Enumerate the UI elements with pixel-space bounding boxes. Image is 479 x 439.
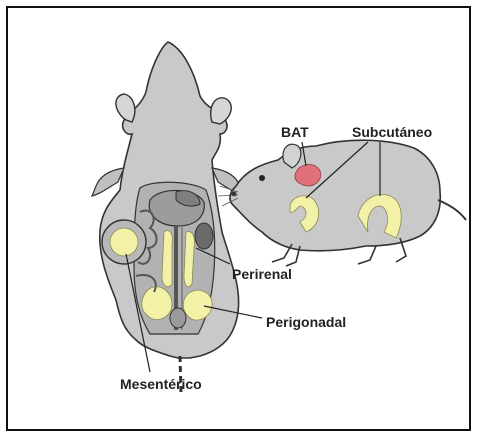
bladder [170,308,186,328]
dissected-mouse [92,42,244,392]
label-bat: BAT [281,124,309,140]
label-mesenterico: Mesentérico [120,376,202,392]
label-subcutaneo: Subcutáneo [352,124,432,140]
label-perigonadal: Perigonadal [266,314,346,330]
side-mouse-eye [259,175,265,181]
perirenal-fat [162,231,172,287]
side-mouse-nose [232,192,237,197]
side-view-mouse [218,140,466,266]
label-perirenal: Perirenal [232,266,292,282]
mesenteric-fat [110,228,138,256]
left-ear [116,94,135,122]
bat-depot [295,165,321,186]
right-ear [211,98,231,124]
kidney [195,223,213,249]
side-mouse-tail [438,200,466,220]
side-mouse-body [230,140,440,251]
perigonadal-fat-left [142,287,172,320]
perigonadal-fat-right [183,290,212,320]
